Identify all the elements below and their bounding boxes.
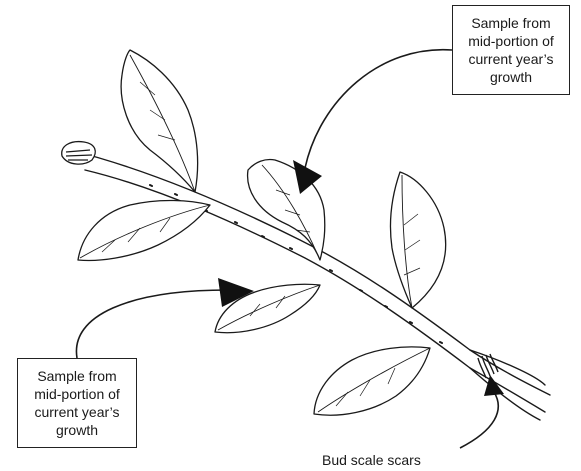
bud-scale-scars-label: Bud scale scars — [322, 452, 421, 468]
callout-box-bottom: Sample from mid-portion of current year’… — [17, 358, 137, 448]
callout-top-line-4: growth — [489, 69, 533, 85]
callout-bottom-line-4: growth — [55, 422, 99, 438]
leaf-left-lower — [77, 199, 211, 262]
callout-top-line-1: Sample from — [471, 15, 551, 31]
callout-leader-bud-scars — [459, 375, 504, 449]
bud-scale-scar-band — [477, 353, 499, 379]
leaves — [77, 49, 447, 416]
leaf-bottom — [313, 346, 431, 416]
callout-leader-top — [293, 48, 453, 194]
arrowhead-top — [293, 160, 322, 194]
callout-top-line-2: mid-portion of — [468, 33, 554, 49]
callout-bottom-line-3: current year’s — [34, 404, 120, 420]
callout-box-top: Sample from mid-portion of current year’… — [452, 5, 570, 95]
callout-top-line-3: current year’s — [468, 51, 554, 67]
arrowhead-bud-scars — [484, 375, 504, 396]
callout-leader-bottom — [75, 278, 254, 359]
terminal-bud — [61, 140, 96, 165]
callout-bottom-line-1: Sample from — [37, 368, 117, 384]
leaf-upper-left — [120, 49, 199, 193]
leaf-right-upper — [389, 171, 447, 309]
leaf-center-lower — [214, 283, 321, 334]
callout-bottom-line-2: mid-portion of — [34, 386, 120, 402]
arrowhead-bottom — [218, 278, 254, 307]
